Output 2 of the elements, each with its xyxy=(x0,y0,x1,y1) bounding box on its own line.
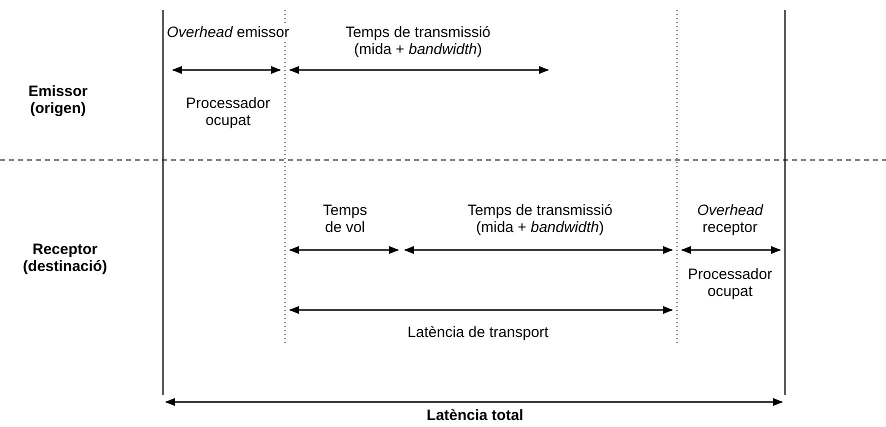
duration-label: Overhead emissor xyxy=(166,24,290,41)
duration-label: Latència de transport xyxy=(408,324,548,341)
